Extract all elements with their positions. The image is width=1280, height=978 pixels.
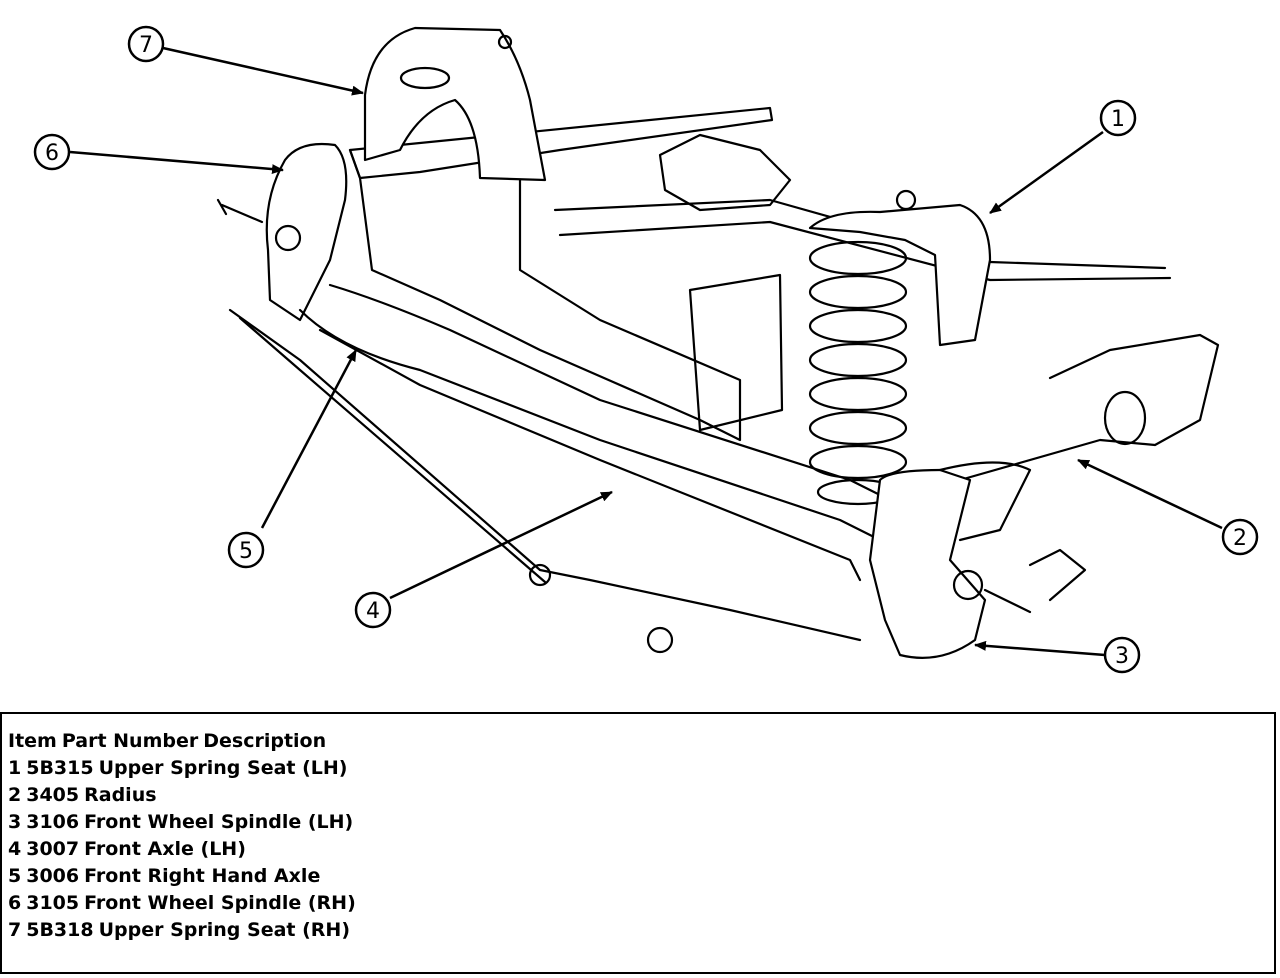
legend-part: 5B318 [26,919,94,941]
callout-label-7: 7 [139,33,153,58]
legend-item: 3 [8,811,22,833]
legend-item: 6 [8,892,22,914]
callout-labels: 1 2 3 4 5 6 7 [45,33,1247,669]
callout-1 [1099,99,1137,137]
coil-spring [808,240,908,506]
callout-label-3: 3 [1115,644,1129,669]
upper-spring-seat-lh [808,203,992,347]
spindle-rh [265,142,348,322]
callout-label-6: 6 [45,141,59,166]
callout-label-1: 1 [1111,107,1125,132]
legend-header-desc: Description [203,730,327,752]
legend-desc: Front Wheel Spindle (LH) [84,811,354,833]
callout-2 [1221,518,1259,556]
legend-part: 3405 [26,784,80,806]
frame-rail-side [348,148,742,442]
callout-4 [354,591,392,629]
callout-3 [1103,636,1141,674]
spring-seat-rh-hole [399,66,451,90]
callout-circles [33,25,1259,674]
legend-desc: Front Right Hand Axle [84,865,321,887]
legend-part: 3006 [26,865,80,887]
spindle-lh [868,468,987,659]
radius-arm [958,333,1220,482]
callout-5 [227,531,265,569]
legend-part: 3105 [26,892,80,914]
legend-part: 3106 [26,811,80,833]
legend-desc: Upper Spring Seat (LH) [98,757,348,779]
front-axle-lower [318,328,862,582]
tie-rod [228,308,862,642]
legend-desc: Radius [84,784,157,806]
frame-long-beam-2 [558,220,1172,282]
callout-7 [127,25,165,63]
callout-6 [33,133,71,171]
suspension-drawing [216,26,1220,659]
legend-header-part: Part Number [61,730,199,752]
front-axle-beam [298,283,892,542]
legend-item: 4 [8,838,22,860]
legend-item: 1 [8,757,22,779]
legend-desc: Front Axle (LH) [84,838,246,860]
legend-item: 5 [8,865,22,887]
upper-spring-seat-rh [363,26,547,182]
callout-label-2: 2 [1233,526,1247,551]
frame-long-beam [553,198,1167,270]
legend-desc: Front Wheel Spindle (RH) [84,892,356,914]
legend-header-item: Item [8,730,57,752]
legend-item: 7 [8,919,22,941]
callout-label-4: 4 [366,599,380,624]
legend-part: 3007 [26,838,80,860]
suspension-illustration: 1 2 3 4 5 6 7 [33,25,1259,674]
legend-desc: Upper Spring Seat (RH) [98,919,351,941]
legend-item: 2 [8,784,22,806]
legend-part: 5B315 [26,757,94,779]
callout-label-5: 5 [239,539,253,564]
callout-lines [69,46,1223,657]
